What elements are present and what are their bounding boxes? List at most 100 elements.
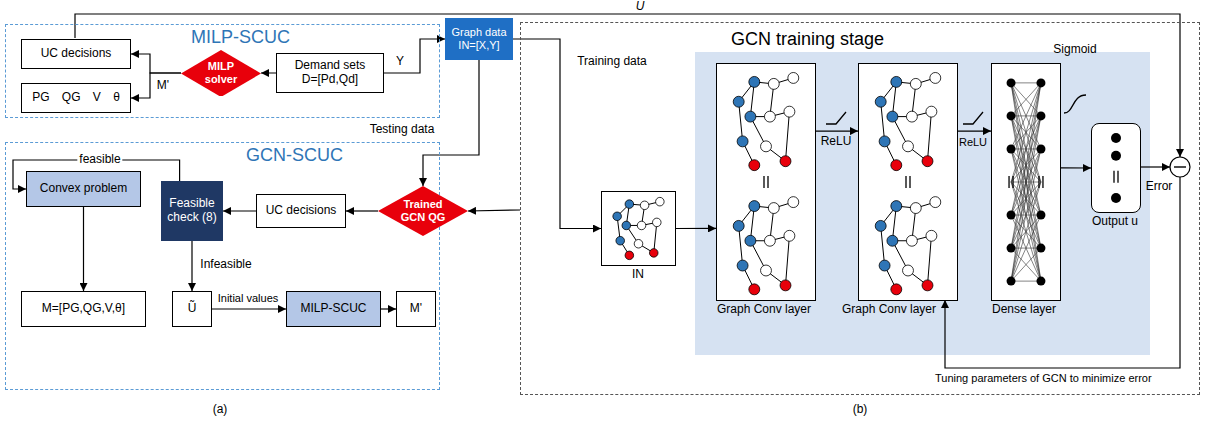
ellipsis-mark	[905, 176, 906, 188]
graph-edge	[928, 112, 932, 162]
ellipsis-mark	[1042, 176, 1043, 188]
dense-link	[1011, 182, 1041, 281]
layer-drawing	[1092, 124, 1140, 212]
ellipsis-mark	[1008, 176, 1009, 188]
graph-vertex	[640, 201, 649, 210]
graph-vertex	[922, 156, 933, 167]
free-label: (a)	[213, 403, 228, 417]
graph-vertex	[616, 236, 625, 245]
process-box: MILP-SCUC	[286, 291, 381, 327]
output-neuron	[1111, 133, 1121, 143]
graph-vertex	[764, 235, 775, 246]
box-label: PG QG V θ	[32, 91, 120, 105]
ellipsis-mark	[763, 176, 764, 188]
connector	[131, 73, 181, 98]
edge-label: Sigmoid	[1053, 43, 1096, 57]
graph-edge	[739, 226, 743, 266]
graph-vertex	[788, 197, 799, 208]
dense-link	[1011, 83, 1041, 281]
layer-box: Graph Conv layer	[858, 63, 958, 301]
group-title: GCN training stage	[731, 29, 884, 50]
dense-link	[1011, 83, 1041, 248]
process-box: UC decisions	[256, 194, 346, 228]
graph-vertex	[737, 136, 748, 147]
layer-drawing	[992, 64, 1060, 300]
neuron	[1036, 111, 1045, 120]
graph-vertex	[749, 160, 760, 171]
text-holder: Feasible check (8)	[162, 182, 222, 240]
layer-box: Dense layer	[991, 63, 1061, 301]
text-holder: UC decisions	[257, 195, 345, 227]
graph-edge	[786, 112, 790, 162]
edge-label: ReLU	[821, 135, 852, 149]
output-line	[1140, 166, 1170, 167]
graph-edge	[739, 102, 743, 142]
graph-vertex	[788, 72, 799, 83]
ellipsis-mark	[1113, 171, 1114, 183]
layer-caption: IN	[632, 268, 644, 282]
graph-vertex	[613, 212, 622, 221]
graph-vertex	[780, 156, 791, 167]
layer-box: Output u	[1091, 123, 1141, 213]
graph-vertex	[875, 96, 886, 107]
group-title: GCN-SCUC	[246, 145, 343, 166]
text-holder: M'	[397, 292, 435, 326]
dense-link	[1011, 116, 1041, 281]
neuron	[1036, 277, 1045, 286]
layer-drawing	[859, 64, 957, 300]
process-box: M'	[396, 291, 436, 327]
layer-caption: Graph Conv layer	[717, 303, 811, 317]
graph-vertex	[784, 106, 795, 117]
dense-link	[1011, 83, 1041, 248]
box-label: Ũ	[188, 302, 197, 316]
graph-vertex	[910, 203, 921, 214]
edge-label: M'	[157, 79, 169, 93]
graph-vertex	[906, 235, 917, 246]
connector	[676, 228, 716, 229]
connector	[191, 241, 192, 291]
diamond-outline	[378, 186, 468, 236]
graph-vertex	[634, 239, 643, 248]
neuron	[1007, 111, 1016, 120]
graph-edge	[928, 236, 932, 286]
graph-vertex	[875, 220, 886, 231]
decision-diamond: MILP solver	[181, 50, 261, 97]
text-holder: MILP-SCUC	[287, 292, 380, 326]
graph-edge	[881, 226, 885, 266]
graph-vertex	[926, 106, 937, 117]
process-box: Ũ	[172, 291, 212, 327]
connector	[223, 210, 256, 211]
graph-vertex	[891, 160, 902, 171]
box-label: Graph data	[451, 26, 506, 39]
process-box: M=[PG,QG,V,θ]	[21, 291, 146, 327]
box-label: M'	[410, 302, 422, 316]
text-holder: Trained GCN QG	[378, 186, 468, 236]
graph-vertex	[637, 221, 646, 230]
free-label: Error	[1146, 180, 1173, 194]
edge-label: Testing data	[370, 123, 435, 137]
box-label: UC decisions	[41, 47, 112, 61]
decision-diamond: Trained GCN QG	[378, 186, 468, 236]
edge-label: ReLU	[959, 136, 987, 149]
neuron	[1036, 211, 1045, 220]
box-label: Feasible check (8)	[166, 197, 218, 225]
relu-icon	[963, 112, 983, 124]
box-label: Trained GCN QG	[398, 198, 447, 223]
edge-label: Y	[396, 55, 404, 69]
edge-label: Infeasible	[200, 258, 251, 272]
layer-box: IN	[601, 191, 676, 266]
neuron	[1007, 144, 1016, 153]
text-holder: PG QG V θ	[22, 84, 130, 112]
ellipsis-mark	[909, 176, 910, 188]
graph-vertex	[768, 78, 779, 89]
graph-edge	[786, 236, 790, 286]
box-label: M=[PG,QG,V,θ]	[42, 302, 125, 316]
graph-vertex	[891, 201, 902, 212]
ellipsis-mark	[1117, 171, 1118, 183]
box-label: D=[Pd,Qd]	[302, 73, 358, 87]
neuron	[1007, 244, 1016, 253]
layer-drawing	[717, 64, 815, 300]
text-holder: M=[PG,QG,V,θ]	[22, 292, 145, 326]
graph-vertex	[764, 111, 775, 122]
connector	[384, 39, 445, 73]
